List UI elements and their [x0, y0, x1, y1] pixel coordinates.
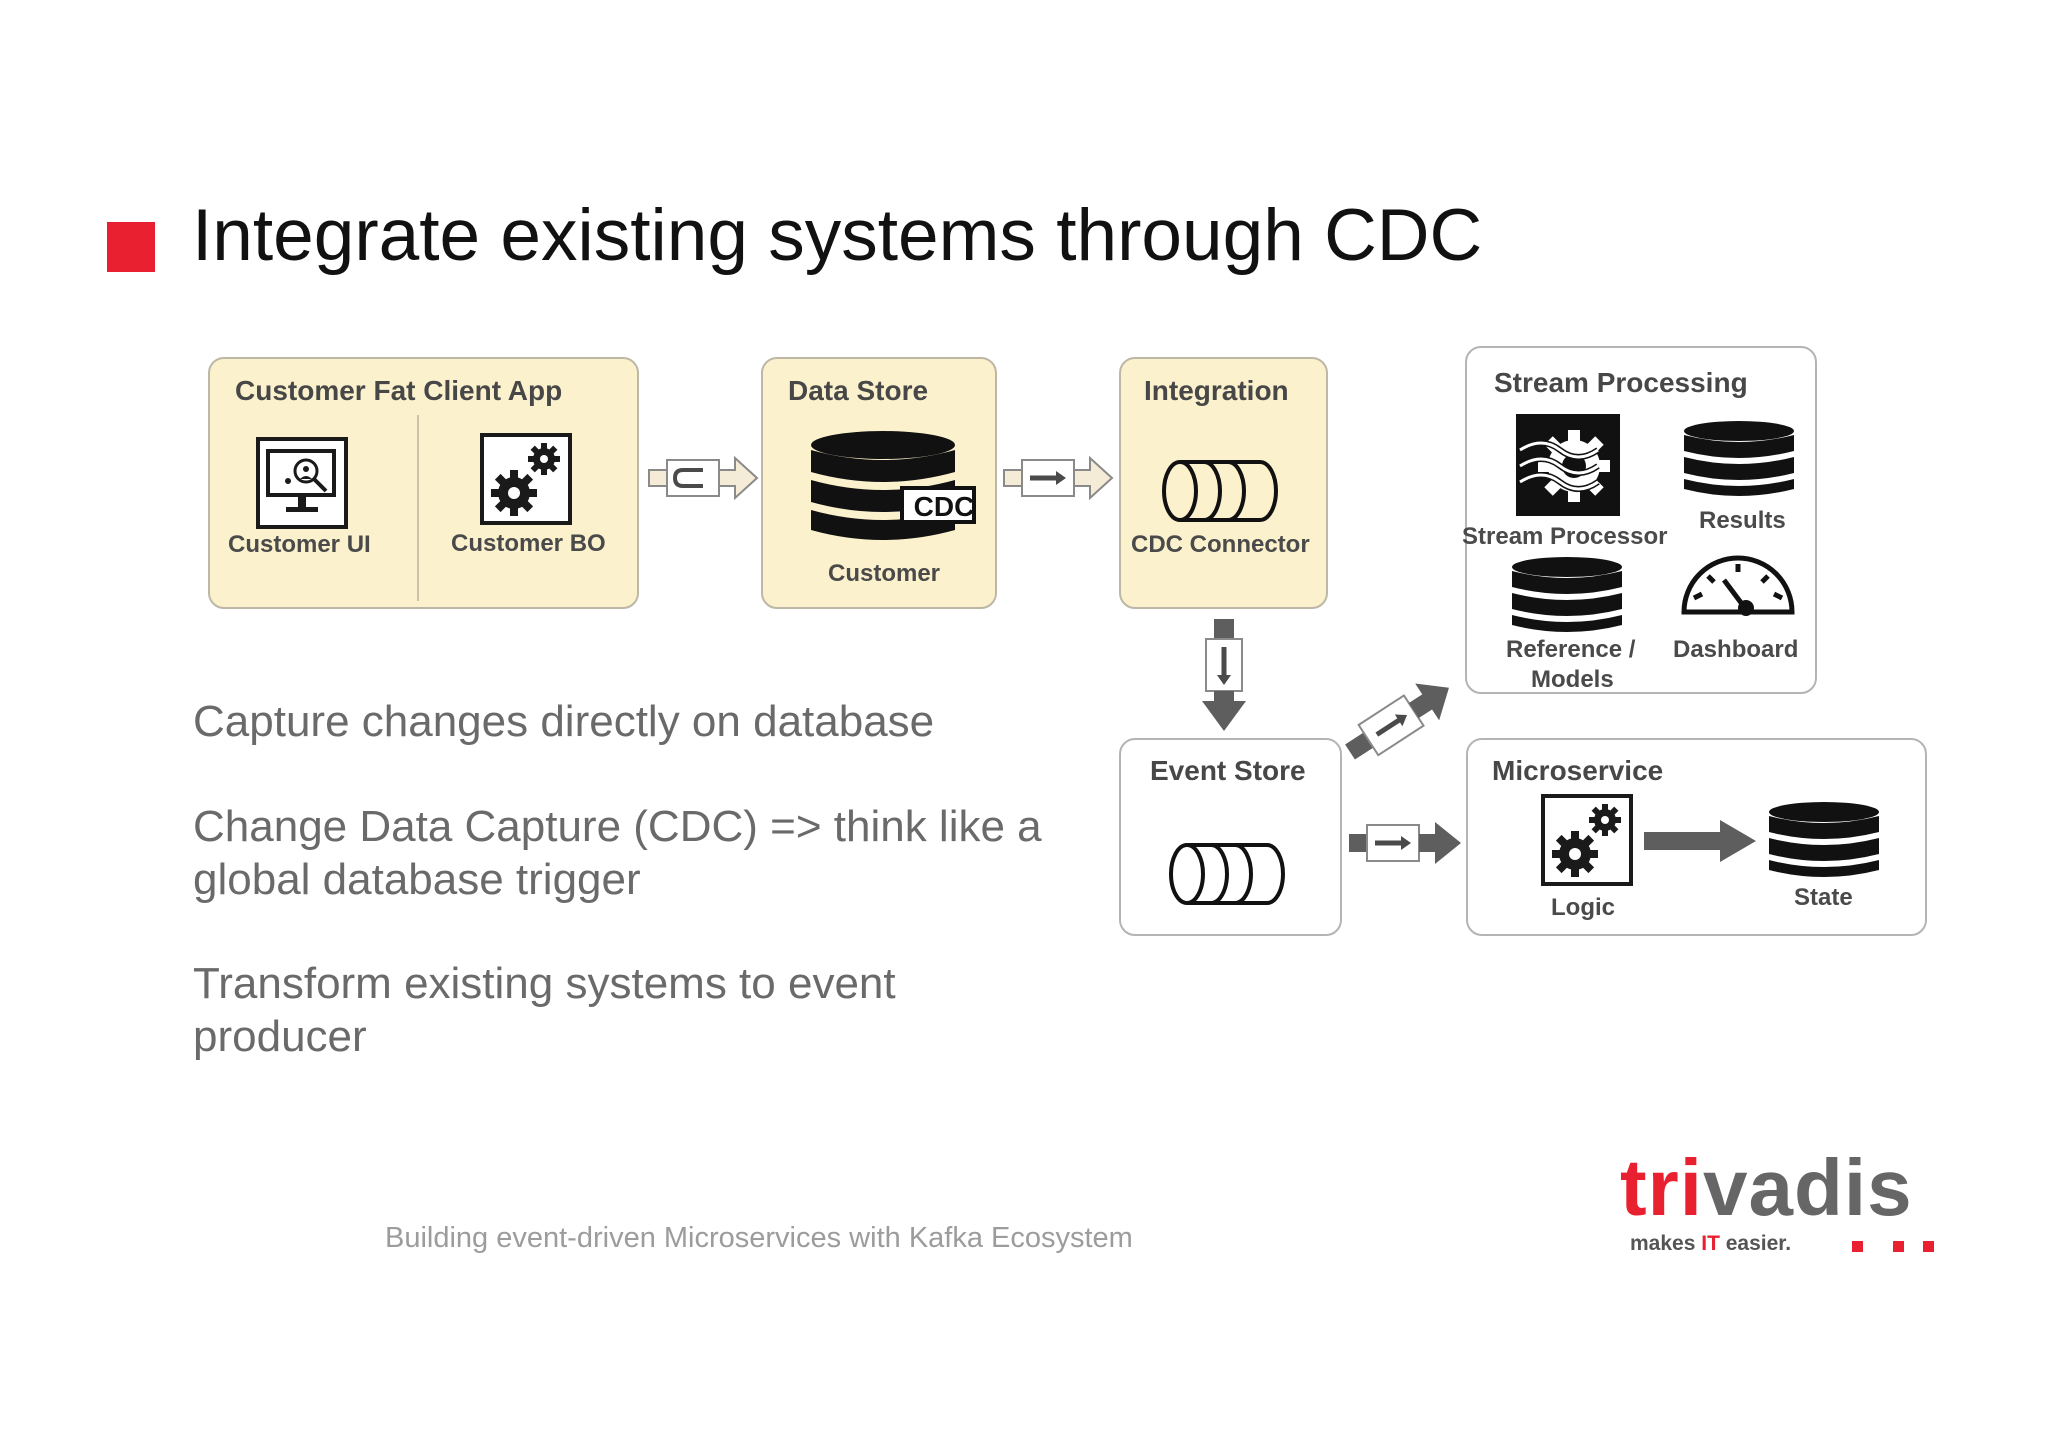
results-label: Results: [1699, 507, 1786, 534]
slide-title: Integrate existing systems through CDC: [192, 195, 1483, 276]
title-bullet-square: [107, 222, 155, 272]
monitor-search-icon: [256, 437, 348, 529]
data-store-title: Data Store: [788, 375, 929, 406]
stream-processor-icon: [1516, 414, 1620, 516]
event-store-title: Event Store: [1150, 755, 1306, 786]
microservice-title: Microservice: [1492, 755, 1664, 786]
message-arrow-icon: [1347, 820, 1463, 866]
state-label: State: [1794, 884, 1853, 911]
logo-word-grey: vadis: [1703, 1143, 1913, 1232]
logo-tag-post: easier.: [1719, 1232, 1792, 1255]
bullet-transform-systems: Transform existing systems to event prod…: [193, 959, 896, 1061]
reference-models-label-line1: Reference /: [1506, 636, 1636, 663]
gears-icon: [1541, 794, 1633, 886]
customer-db-label: Customer: [828, 560, 941, 587]
stream-processor-label: Stream Processor: [1462, 523, 1668, 550]
trivadis-logo-word: trivadis: [1620, 1148, 1913, 1228]
logo-dot: [1852, 1241, 1863, 1252]
reference-models-label-line2: Models: [1531, 666, 1614, 693]
logo-word-red: tri: [1620, 1143, 1703, 1232]
dashboard-label: Dashboard: [1673, 636, 1799, 663]
database-icon: [1683, 421, 1795, 499]
cdc-connector-label: CDC Connector: [1131, 531, 1310, 558]
integration-title: Integration: [1144, 375, 1289, 406]
queue-cylinder-icon: [1161, 459, 1283, 523]
logic-label: Logic: [1551, 894, 1615, 921]
integration-box: [1119, 357, 1328, 609]
database-icon: [810, 430, 976, 548]
logo-tag-red: IT: [1701, 1232, 1720, 1255]
customer-ui-label: Customer UI: [228, 531, 371, 558]
fat-client-app-title: Customer Fat Client App: [235, 375, 563, 406]
message-arrow-icon: [1002, 455, 1114, 501]
customer-bo-label: Customer BO: [451, 530, 606, 557]
cdc-tag: CDC: [913, 491, 975, 522]
logo-dot: [1923, 1241, 1934, 1252]
stream-processing-box: [1465, 346, 1817, 694]
dashboard-gauge-icon: [1680, 554, 1796, 616]
data-store-box: [761, 357, 997, 609]
queue-cylinder-icon: [1168, 842, 1290, 906]
bullet-cdc-trigger: Change Data Capture (CDC) => think like …: [193, 802, 1042, 904]
message-arrow-icon: [1200, 617, 1248, 733]
logo-tag-pre: makes: [1630, 1232, 1702, 1255]
message-arrow-icon: [1345, 674, 1458, 760]
database-icon: [1511, 557, 1623, 635]
stream-processing-title: Stream Processing: [1494, 367, 1748, 398]
fat-client-divider: [417, 415, 419, 601]
trivadis-logo-tagline: makes IT easier.: [1630, 1232, 1791, 1256]
logo-dot: [1893, 1241, 1904, 1252]
bullet-capture-changes: Capture changes directly on database: [193, 697, 935, 746]
database-icon: [1768, 802, 1880, 880]
arrow-right-icon: [1642, 818, 1758, 864]
message-arrow-icon: [647, 455, 759, 501]
footer-text: Building event-driven Microservices with…: [385, 1222, 1133, 1254]
gears-icon: [480, 433, 572, 525]
